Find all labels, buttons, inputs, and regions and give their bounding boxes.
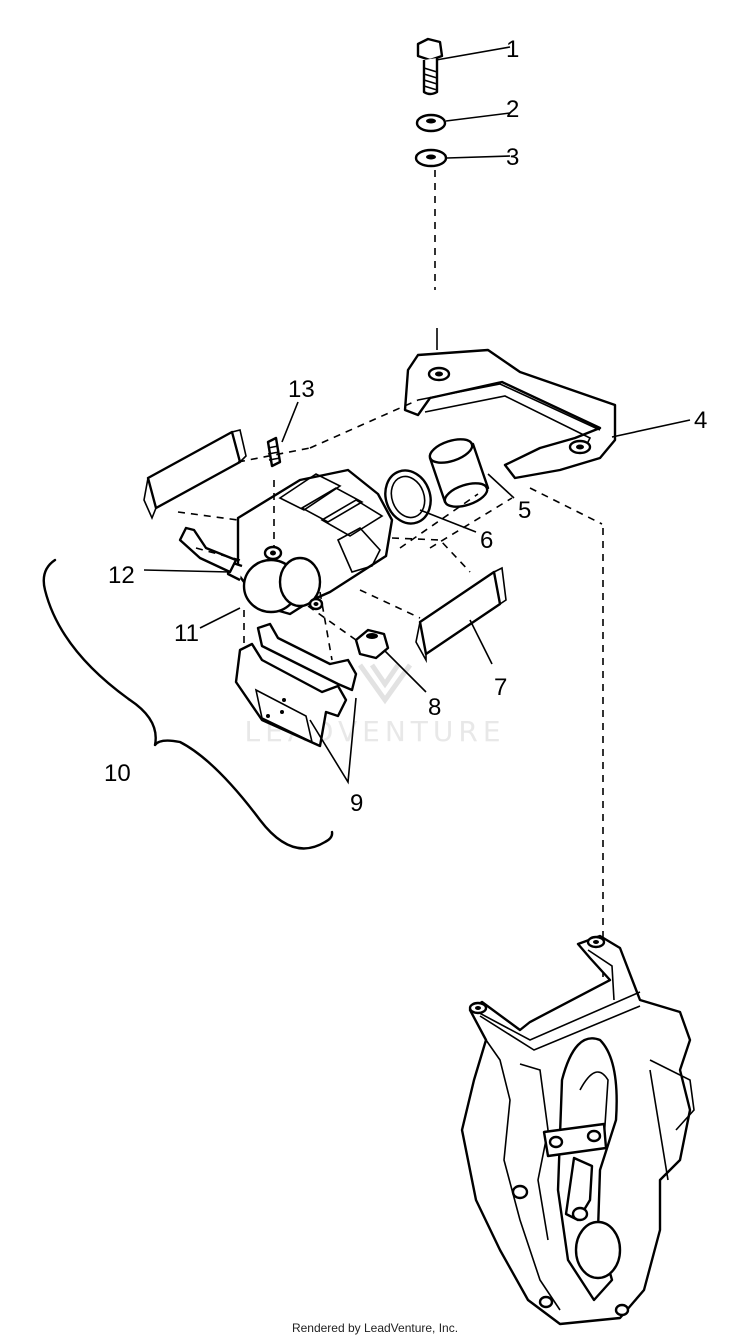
part-7-lower-shim: [415, 566, 507, 664]
callout-1: 1: [506, 36, 519, 63]
callout-6: 6: [480, 527, 493, 554]
part-6-seal: [384, 469, 432, 525]
callout-4: 4: [694, 407, 707, 434]
bracket-10: [42, 558, 334, 850]
engine-housing: [460, 934, 695, 1326]
footer-credit: Rendered by LeadVenture, Inc.: [291, 1321, 459, 1335]
callout-labels: 1 2 3 4 5 6 7 8 9 10 11 12 13: [104, 36, 707, 817]
part-3-washer: [414, 148, 448, 168]
part-4-bracket: [403, 348, 617, 480]
part-9-brake-pads: [234, 622, 358, 748]
callout-12: 12: [108, 562, 135, 589]
callout-7: 7: [494, 674, 507, 701]
callout-3: 3: [506, 144, 519, 171]
leader-lines: [143, 46, 691, 785]
callout-10: 10: [104, 760, 131, 787]
callout-5: 5: [518, 497, 531, 524]
part-12-brake-line: [178, 526, 238, 574]
part-5-piston: [428, 438, 490, 508]
part-2-lock-washer: [415, 113, 447, 133]
callout-9: 9: [350, 790, 363, 817]
callout-13: 13: [288, 376, 315, 403]
part-13-bleeder: [266, 436, 282, 468]
callout-11: 11: [174, 620, 199, 647]
upper-shim: [143, 429, 247, 521]
caliper-body: [226, 468, 394, 616]
part-8-nut: [354, 628, 390, 660]
callout-2: 2: [506, 96, 519, 123]
callout-8: 8: [428, 694, 441, 721]
part-1-bolt: [416, 37, 444, 96]
